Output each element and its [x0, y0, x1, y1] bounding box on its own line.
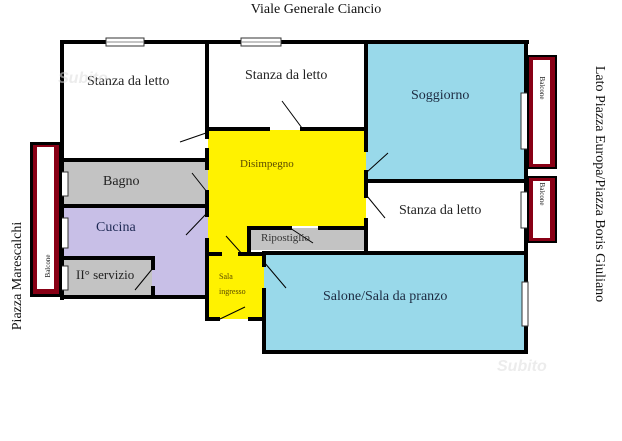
room-label-bedroom-2: Stanza da letto	[245, 68, 328, 83]
balcony-right-top	[527, 55, 557, 169]
room-label-entrance-line2: ingresso	[219, 287, 246, 296]
door-swings	[134, 100, 389, 320]
balcony-right-bottom	[527, 176, 557, 243]
second-bathroom-fill	[64, 259, 152, 296]
street-label-top: Viale Generale Ciancio	[250, 2, 382, 17]
bathroom-fill	[64, 161, 208, 206]
room-label-bedroom-1: Stanza da letto	[87, 74, 170, 89]
bedroom-3-fill	[366, 181, 525, 253]
lounge-dining-fill	[264, 253, 525, 351]
balcony-label-right-top: Balcone	[538, 76, 546, 100]
hallway-fill	[208, 130, 366, 226]
street-label-left: Piazza Marescalchi	[10, 221, 25, 331]
room-label-storage: Ripostiglio	[261, 232, 310, 244]
room-label-bedroom-3: Stanza da letto	[399, 203, 482, 218]
room-label-entrance-line1: Sala	[219, 272, 233, 281]
balcony-label-right-bottom: Balcone	[538, 182, 546, 206]
room-label-bathroom: Bagno	[103, 174, 140, 189]
watermark-bottom-right: Subito	[497, 358, 547, 375]
bedroom-1-fill	[64, 43, 207, 161]
entrance-fill	[208, 254, 264, 319]
room-label-living-room: Soggiorno	[411, 88, 470, 103]
room-label-kitchen: Cucina	[96, 220, 136, 235]
storage-fill	[250, 228, 366, 250]
street-label-right: Lato Piazza Europa/Piazza Boris Giuliano	[592, 65, 607, 303]
balcony-label-left: Balcone	[44, 254, 52, 278]
watermark-top-left: Subito	[58, 70, 108, 87]
room-label-hallway: Disimpegno	[240, 158, 294, 170]
bedroom-2-fill	[207, 43, 366, 130]
balcony-left	[30, 142, 62, 297]
living-room-fill	[366, 43, 525, 179]
room-label-second-bathroom: II° servizio	[76, 267, 135, 282]
room-label-lounge-dining: Salone/Sala da pranzo	[323, 289, 448, 304]
